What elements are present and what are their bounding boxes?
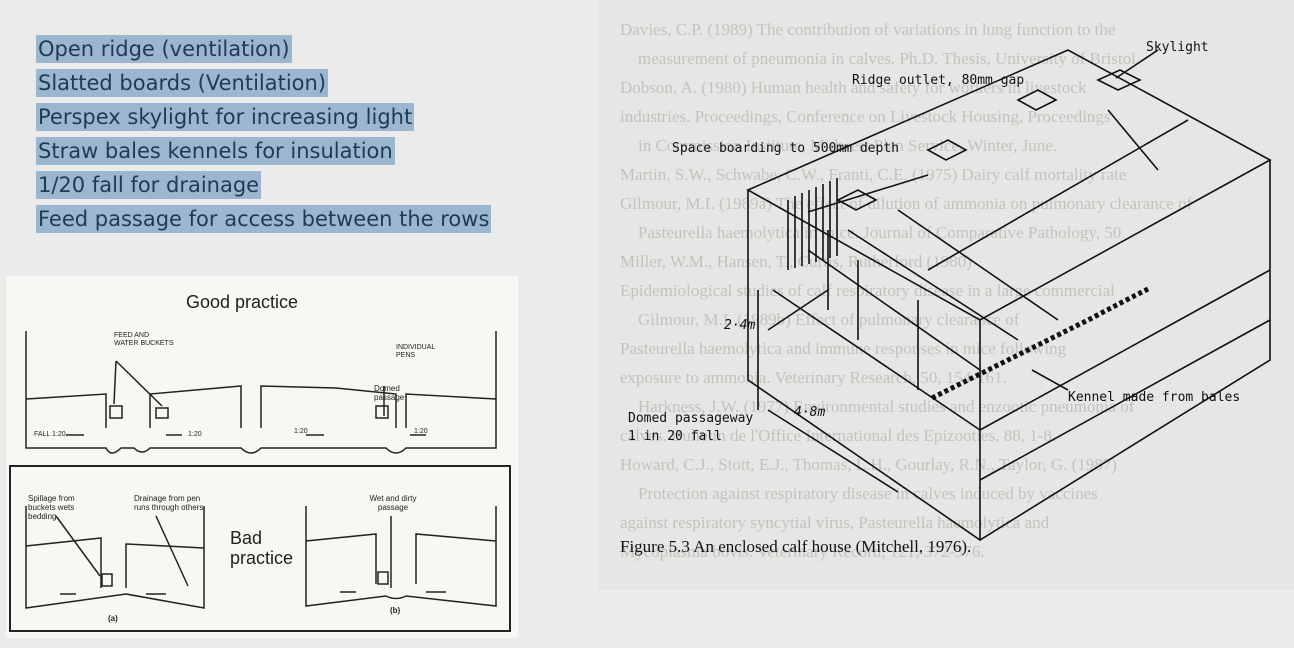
drainage-label: Drainage from pen runs through others — [134, 494, 204, 512]
label-b: (b) — [390, 606, 401, 615]
drainage-practice-drawing — [9, 331, 511, 632]
spillage-label: Spillage from buckets wets bedding — [28, 494, 75, 521]
ratio-label-b: 1:20 — [294, 428, 308, 435]
feed-water-label: FEED AND WATER BUCKETS — [114, 332, 174, 347]
fall-ratio-label: FALL 1:20 — [34, 431, 66, 438]
background-text-line: Protection against respiratory disease i… — [638, 484, 1098, 503]
ridge-outlet-label: Ridge outlet, 80mm gap — [852, 73, 1025, 88]
background-text-line: Mycoplasma bovis. Veterinary Record, 121… — [620, 542, 985, 561]
ratio-label-a: 1:20 — [188, 431, 202, 438]
bullet-fall-drainage: 1/20 fall for drainage — [36, 171, 262, 199]
domed-passage-label: Domed passage — [374, 384, 405, 402]
domed-passageway-label: Domed passageway — [628, 411, 754, 426]
background-text-line: calves. Bulletin de l'Office Internation… — [620, 426, 1057, 445]
background-text-line: industries. Proceedings, Conference on L… — [620, 107, 1111, 126]
bullet-slatted-boards: Slatted boards (Ventilation) — [36, 69, 329, 97]
background-text-line: measurement of pneumonia in calves. Ph.D… — [638, 49, 1141, 68]
width-dimension: 4·8m — [794, 405, 826, 420]
bullet-open-ridge: Open ridge (ventilation) — [36, 35, 292, 63]
fall-ratio-note: 1 in 20 fall — [628, 429, 722, 444]
background-text-line: against respiratory syncytial virus, Pas… — [620, 513, 1050, 532]
good-practice-title: Good practice — [186, 292, 299, 312]
drainage-practice-diagram: Good practice FEED AND WATER BUCKETS IND… — [6, 276, 518, 638]
wet-dirty-label: Wet and dirty passage — [369, 494, 417, 512]
label-a: (a) — [108, 614, 118, 623]
calf-house-drawing — [746, 49, 1272, 541]
background-text-line: Howard, C.J., Stott, E.J., Thomas, L.H.,… — [620, 455, 1117, 474]
background-text-line: Martin, S.W., Schwabe, C.W., Franti, C.E… — [620, 165, 1127, 184]
skylight-label: Skylight — [1146, 40, 1209, 55]
background-text-line: in Commission Institute, Midwest Plan Se… — [638, 136, 1058, 155]
bullet-list: Open ridge (ventilation) Slatted boards … — [36, 35, 492, 239]
calf-house-figure: Davies, C.P. (1989) The contribution of … — [598, 0, 1294, 590]
bullet-perspex-skylight: Perspex skylight for increasing light — [36, 103, 415, 131]
ratio-label-c: 1:20 — [414, 428, 428, 435]
background-text-line: Gilmour, M.I. (1989b) Effect of pulmonar… — [638, 310, 1020, 329]
bullet-straw-bales: Straw bales kennels for insulation — [36, 137, 395, 165]
bullet-feed-passage: Feed passage for access between the rows — [36, 205, 492, 233]
background-text-line: Davies, C.P. (1989) The contribution of … — [620, 20, 1116, 39]
background-text-line: Harkness, J.W. (1977) Environmental stud… — [638, 397, 1135, 416]
kennel-label: Kennel made from bales — [1068, 390, 1241, 405]
space-boarding-label: Space boarding to 500mm depth — [672, 141, 899, 156]
height-dimension: 2·4m — [724, 318, 756, 333]
individual-pens-label: INDIVIDUAL PENS — [396, 344, 436, 359]
bad-practice-title: Bad practice — [230, 528, 294, 568]
figure-caption: Figure 5.3 An enclosed calf house (Mitch… — [620, 537, 972, 556]
